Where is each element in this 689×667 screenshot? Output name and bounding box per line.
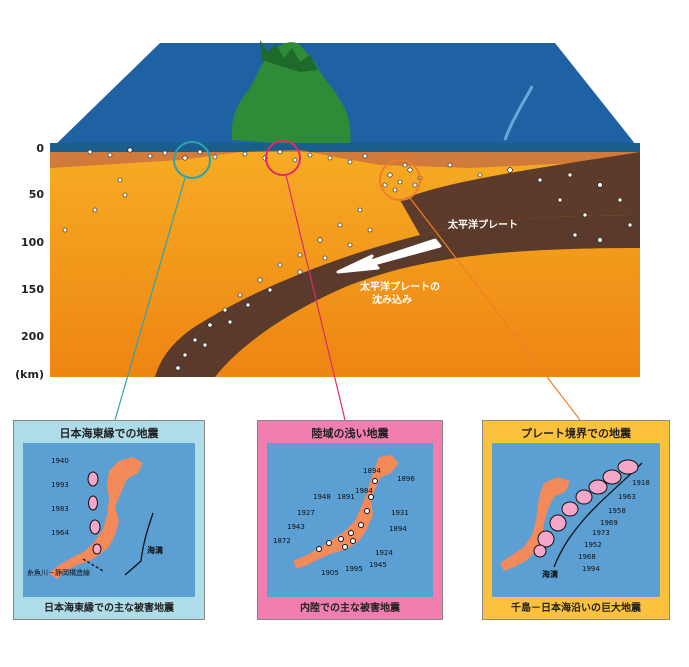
panel-map: 1918 1963 1958 1969 1973 1952 1968 1994 … (492, 443, 660, 597)
panel-title: プレート境界での地震 (521, 427, 631, 440)
rupture-1940 (87, 471, 99, 487)
continental-crust (50, 150, 640, 168)
year-label: 1940 (51, 457, 69, 465)
hypocenter-dots (62, 147, 633, 371)
year-label: 1984 (355, 487, 373, 495)
leader-pink (285, 174, 346, 420)
trench-label: 海溝 (542, 569, 558, 579)
japan-map-3: 1918 1963 1958 1969 1973 1952 1968 1994 … (500, 459, 650, 579)
focus-circle-japan-sea (173, 141, 211, 179)
japan-land (293, 455, 399, 569)
panel-caption: 千島－日本海沿いの巨大地震 (511, 603, 641, 614)
subducting-slab (155, 152, 640, 377)
island-mountains (260, 40, 318, 72)
japan-map-2: 1896 1894 1984 1891 1948 1927 1943 1872 … (273, 455, 415, 577)
year-label: 1983 (51, 505, 69, 513)
year-label: 1872 (273, 537, 291, 545)
year-label: 1896 (397, 475, 415, 483)
year-label: 1927 (297, 509, 315, 517)
depth-unit: (km) (15, 368, 44, 381)
pacific-plate-label: 太平洋プレート (447, 218, 518, 231)
trench-label: 海溝 (147, 545, 163, 555)
year-label: 1948 (313, 493, 331, 501)
rupture-1993 (88, 495, 98, 511)
tectonic-line (82, 558, 104, 572)
rupture-1964 (92, 543, 102, 555)
depth-tick-150: 150 (21, 283, 44, 296)
trench (553, 462, 643, 568)
year-label: 1891 (337, 493, 355, 501)
focus-circle-inland (265, 140, 301, 176)
subduction-arrow (336, 238, 442, 274)
sea-water-front (50, 143, 640, 153)
year-label: 1958 (608, 507, 626, 515)
panel-caption: 内陸での主な被害地震 (300, 603, 400, 614)
sea-surface (50, 43, 640, 150)
year-label: 1918 (632, 479, 650, 487)
year-label: 1995 (345, 565, 363, 573)
island-land (231, 42, 351, 148)
depth-tick-0: 0 (36, 142, 44, 155)
year-label: 1952 (584, 541, 602, 549)
year-label: 1943 (287, 523, 305, 531)
panel-map: 1896 1894 1984 1891 1948 1927 1943 1872 … (267, 443, 433, 597)
rupture-1983 (89, 519, 101, 535)
year-label: 1994 (582, 565, 600, 573)
year-label: 1931 (391, 509, 409, 517)
year-label: 1969 (600, 519, 618, 527)
year-label: 1894 (363, 467, 381, 475)
depth-tick-200: 200 (21, 330, 44, 343)
panel-plate-boundary-earthquakes: プレート境界での地震 1918 1963 1958 1969 (482, 420, 670, 620)
year-label: 1968 (578, 553, 596, 561)
tectonic-line-label: 糸魚川－静岡構造線 (27, 568, 90, 577)
depth-tick-50: 50 (28, 188, 44, 201)
rupture-zones (533, 459, 639, 558)
japan-land (49, 457, 143, 579)
panel-title: 日本海東縁での地震 (59, 427, 159, 440)
slab-upper-band (400, 152, 640, 235)
year-label: 1964 (51, 529, 69, 537)
focus-circle-plate-boundary (379, 159, 421, 201)
panel-map: 1940 1993 1983 1964 海溝 糸魚川－静岡構造線 (23, 443, 195, 597)
japan-map-1: 1940 1993 1983 1964 海溝 糸魚川－静岡構造線 (27, 457, 163, 579)
year-label: 1963 (618, 493, 636, 501)
subduction-label-line2: 沈み込み (372, 293, 412, 306)
depth-tick-100: 100 (21, 236, 44, 249)
trench (124, 512, 154, 576)
cross-section-illustration: 太平洋プレート 太平洋プレートの 沈み込み (50, 40, 640, 420)
panel-title: 陸域の浅い地震 (311, 427, 389, 440)
panel-japan-sea-earthquakes: 日本海東縁での地震 1940 1993 1983 1964 海溝 糸魚川－静岡構… (13, 420, 205, 620)
year-label: 1894 (389, 525, 407, 533)
leader-teal (114, 177, 186, 420)
japan-land (500, 477, 570, 571)
year-label: 1993 (51, 481, 69, 489)
leader-orange (409, 197, 581, 420)
panel-caption: 日本海東縁での主な被害地震 (44, 603, 174, 614)
trench-line (503, 85, 534, 141)
year-label: 1924 (375, 549, 393, 557)
year-label: 1973 (592, 529, 610, 537)
year-label: 1945 (369, 561, 387, 569)
panel-inland-shallow-earthquakes: 陸域の浅い地震 1896 1894 1984 1891 1948 1927 19… (257, 420, 443, 620)
subduction-label-line1: 太平洋プレートの (359, 280, 440, 293)
inland-epicenters (316, 478, 378, 552)
year-label: 1905 (321, 569, 339, 577)
